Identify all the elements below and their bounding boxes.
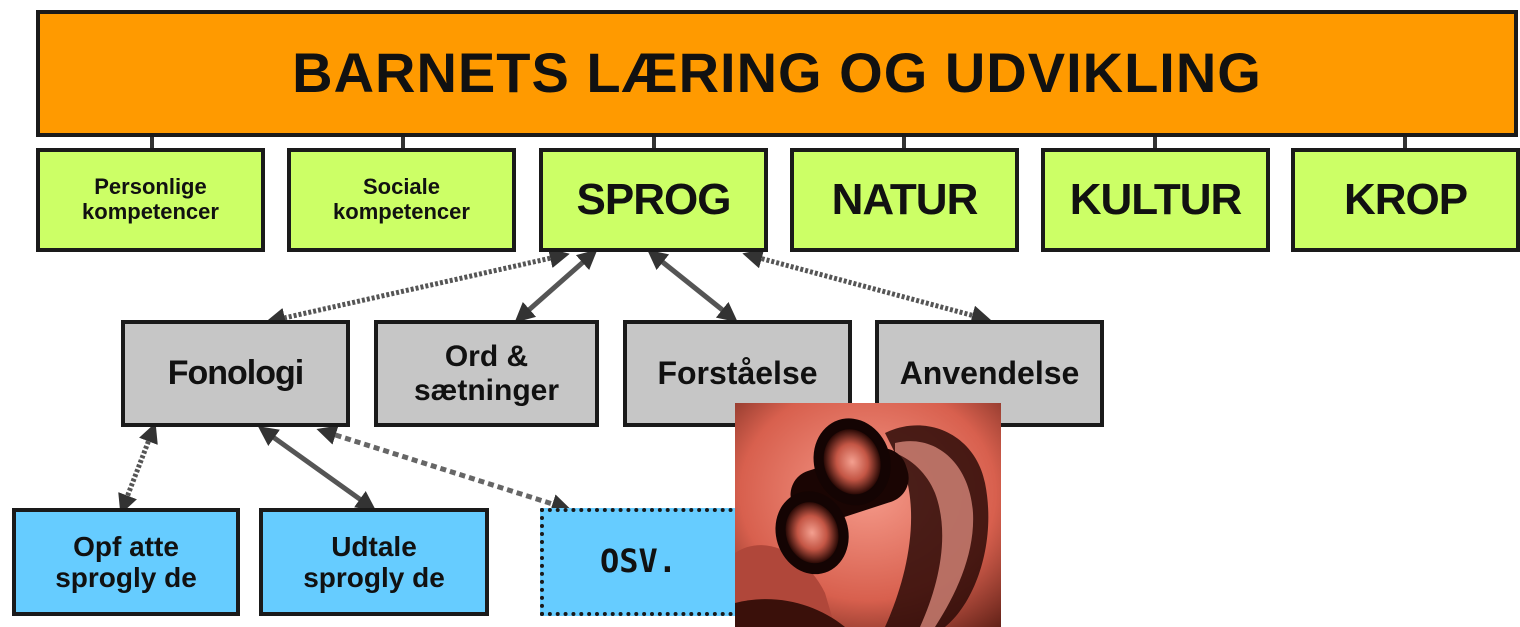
domain-krop: KROP bbox=[1291, 148, 1520, 252]
domain-kultur-label: KULTUR bbox=[1069, 175, 1243, 225]
arrow-sprog-forstaaelse bbox=[647, 249, 738, 323]
sub-ord: Ord & sætninger bbox=[374, 320, 599, 427]
sub-fonologi-label: Fonologi bbox=[167, 354, 305, 393]
domain-sociale: Sociale kompetencer bbox=[287, 148, 516, 252]
domain-natur: NATUR bbox=[790, 148, 1019, 252]
domain-sprog-label: SPROG bbox=[576, 175, 732, 225]
binoculars-photo-icon bbox=[735, 403, 1001, 627]
domain-personlige: Personlige kompetencer bbox=[36, 148, 265, 252]
main-title: BARNETS LÆRING OG UDVIKLING bbox=[292, 41, 1262, 105]
sub-anvendelse-label: Anvendelse bbox=[899, 354, 1080, 391]
domain-sprog: SPROG bbox=[539, 148, 768, 252]
domain-kultur: KULTUR bbox=[1041, 148, 1270, 252]
leaf-udtale: Udtale sprogly de bbox=[259, 508, 489, 616]
sub-fonologi: Fonologi bbox=[121, 320, 350, 427]
leaf-osv-label: OSV. bbox=[600, 542, 678, 581]
leaf-opfatte: Opf atte sprogly de bbox=[12, 508, 240, 616]
arrow-sprog-ord bbox=[514, 249, 598, 323]
arrow-fonologi-osv bbox=[316, 425, 572, 514]
sub-ord-label: Ord & sætninger bbox=[413, 339, 560, 407]
leaf-udtale-label: Udtale sprogly de bbox=[303, 530, 445, 593]
arrow-sprog-anvendelse bbox=[742, 248, 992, 326]
domain-natur-label: NATUR bbox=[831, 175, 979, 225]
arrow-fonologi-opfatte bbox=[118, 422, 158, 515]
main-title-box: BARNETS LÆRING OG UDVIKLING bbox=[36, 10, 1518, 137]
leaf-opfatte-label: Opf atte sprogly de bbox=[55, 530, 197, 593]
domain-personlige-label: Personlige kompetencer bbox=[82, 174, 219, 224]
arrow-sprog-fonologi bbox=[265, 248, 570, 328]
domain-krop-label: KROP bbox=[1343, 175, 1468, 225]
arrow-fonologi-udtale bbox=[257, 426, 377, 511]
sub-forstaaelse-label: Forståelse bbox=[657, 354, 818, 391]
domain-sociale-label: Sociale kompetencer bbox=[333, 174, 470, 224]
